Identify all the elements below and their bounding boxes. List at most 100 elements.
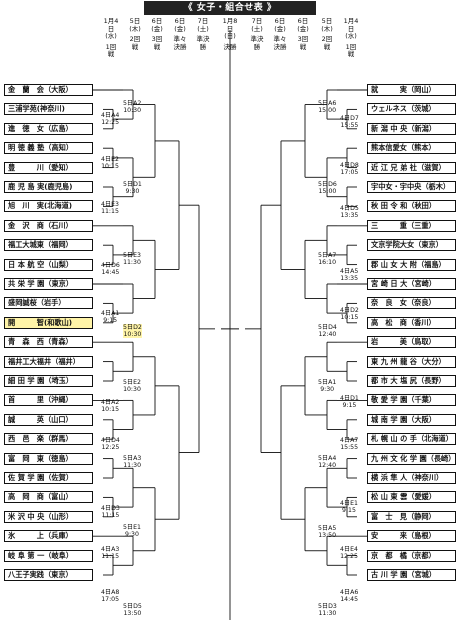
team-left-4: 豊 川（愛知） — [4, 161, 93, 174]
team-left-0: 金 蘭 会（大阪） — [4, 84, 93, 96]
team-right-12: 高 松 商（香川） — [367, 316, 456, 329]
team-right-4: 近 江 兄 弟 社（滋賀） — [367, 161, 456, 174]
round-col-left-0: 1月4日(水)1回戦 — [103, 17, 119, 59]
team-left-24: 岐 阜 第 一（岐阜） — [4, 549, 93, 562]
team-right-5: 宇中女・宇中央（栃木） — [367, 181, 456, 193]
team-left-7: 金 沢 商（石川） — [4, 219, 93, 232]
team-right-3: 熊本信愛女（熊本） — [367, 142, 456, 155]
team-left-21: 高 岡 商（富山） — [4, 491, 93, 504]
round-col-left-1: 5日(木)2回戦 — [129, 17, 141, 51]
team-right-14: 東 九 州 龍 谷（大分） — [367, 355, 456, 368]
team-left-25: 八王子実践（東京） — [4, 569, 93, 581]
round-col-right-4: 1月4日(水)1回戦 — [343, 17, 359, 59]
round-col-right-0: 7日(土)準決勝 — [250, 17, 264, 51]
team-right-16: 敬 愛 学 園（千葉） — [367, 394, 456, 407]
team-left-15: 細 田 学 園（埼玉） — [4, 375, 93, 387]
team-left-1: 三浦学苑(神奈川) — [4, 103, 93, 116]
team-left-16: 首 里（沖縄） — [4, 394, 93, 407]
round-col-left-2: 6日(金)3回戦 — [151, 17, 163, 51]
team-left-5: 鹿 児 島 実(鹿児島) — [4, 181, 93, 193]
team-left-10: 共 栄 学 園（東京） — [4, 278, 93, 290]
team-right-15: 都 市 大 塩 尻（長野） — [367, 375, 456, 387]
team-right-24: 京 都 橘（京都） — [367, 549, 456, 562]
round-col-left-4: 7日(土)準決勝 — [196, 17, 210, 51]
team-right-9: 郡 山 女 大 附（福島） — [367, 258, 456, 271]
team-right-20: 横 浜 隼 人（神奈川） — [367, 472, 456, 484]
team-left-8: 福工大城東（福岡） — [4, 239, 93, 252]
team-right-17: 城 南 学 園（大阪） — [367, 413, 456, 426]
team-right-10: 宮 崎 日 大（宮崎） — [367, 278, 456, 290]
round-col-right-1: 6日(金)準々決勝 — [273, 17, 287, 51]
team-left-12: 開 智(和歌山) — [4, 316, 93, 329]
team-left-20: 佐 賀 学 園（佐賀） — [4, 472, 93, 484]
round-col-right-2: 6日(金)3回戦 — [297, 17, 309, 51]
team-right-8: 文京学院大女（東京） — [367, 239, 456, 252]
team-left-11: 盛岡誠桜（岩手） — [4, 297, 93, 310]
team-left-9: 日 本 航 空（山梨） — [4, 258, 93, 271]
team-left-17: 誠 英（山口） — [4, 413, 93, 426]
team-left-19: 富 岡 東（徳島） — [4, 452, 93, 465]
team-right-19: 九 州 文 化 学 園（長崎） — [367, 452, 456, 465]
team-left-2: 進 徳 女（広島） — [4, 122, 93, 135]
team-right-25: 古 川 学 園（宮城） — [367, 569, 456, 581]
team-left-14: 福井工大福井（福井） — [4, 355, 93, 368]
team-right-21: 松 山 東 雲（愛媛） — [367, 491, 456, 504]
team-left-6: 旭 川 実(北海道) — [4, 200, 93, 213]
team-right-0: 就 実（岡山） — [367, 84, 456, 96]
team-right-6: 秋 田 令 和（秋田） — [367, 200, 456, 213]
team-right-23: 安 来（島根） — [367, 530, 456, 543]
team-right-2: 新 潟 中 央（新潟） — [367, 122, 456, 135]
page-title: 《 女子・組合せ表 》 — [144, 1, 316, 15]
team-left-22: 米 沢 中 央（山形） — [4, 510, 93, 523]
team-right-22: 富 士 見（静岡） — [367, 510, 456, 523]
team-left-23: 氷 上（兵庫） — [4, 530, 93, 543]
team-left-13: 青 森 西（青森） — [4, 336, 93, 349]
round-col-left-3: 6日(金)準々決勝 — [173, 17, 187, 51]
team-right-11: 奈 良 女（奈良） — [367, 297, 456, 310]
team-left-18: 西 邑 楽（群馬） — [4, 433, 93, 446]
team-right-1: ウェルネス（茨城） — [367, 103, 456, 116]
team-right-18: 札 幌 山 の 手（北海道） — [367, 433, 456, 446]
team-right-7: 三 重（三重） — [367, 219, 456, 232]
round-col-right-3: 5日(木)2回戦 — [321, 17, 333, 51]
team-right-13: 岩 美（鳥取） — [367, 336, 456, 349]
team-left-3: 明 徳 義 塾（高知） — [4, 142, 93, 155]
